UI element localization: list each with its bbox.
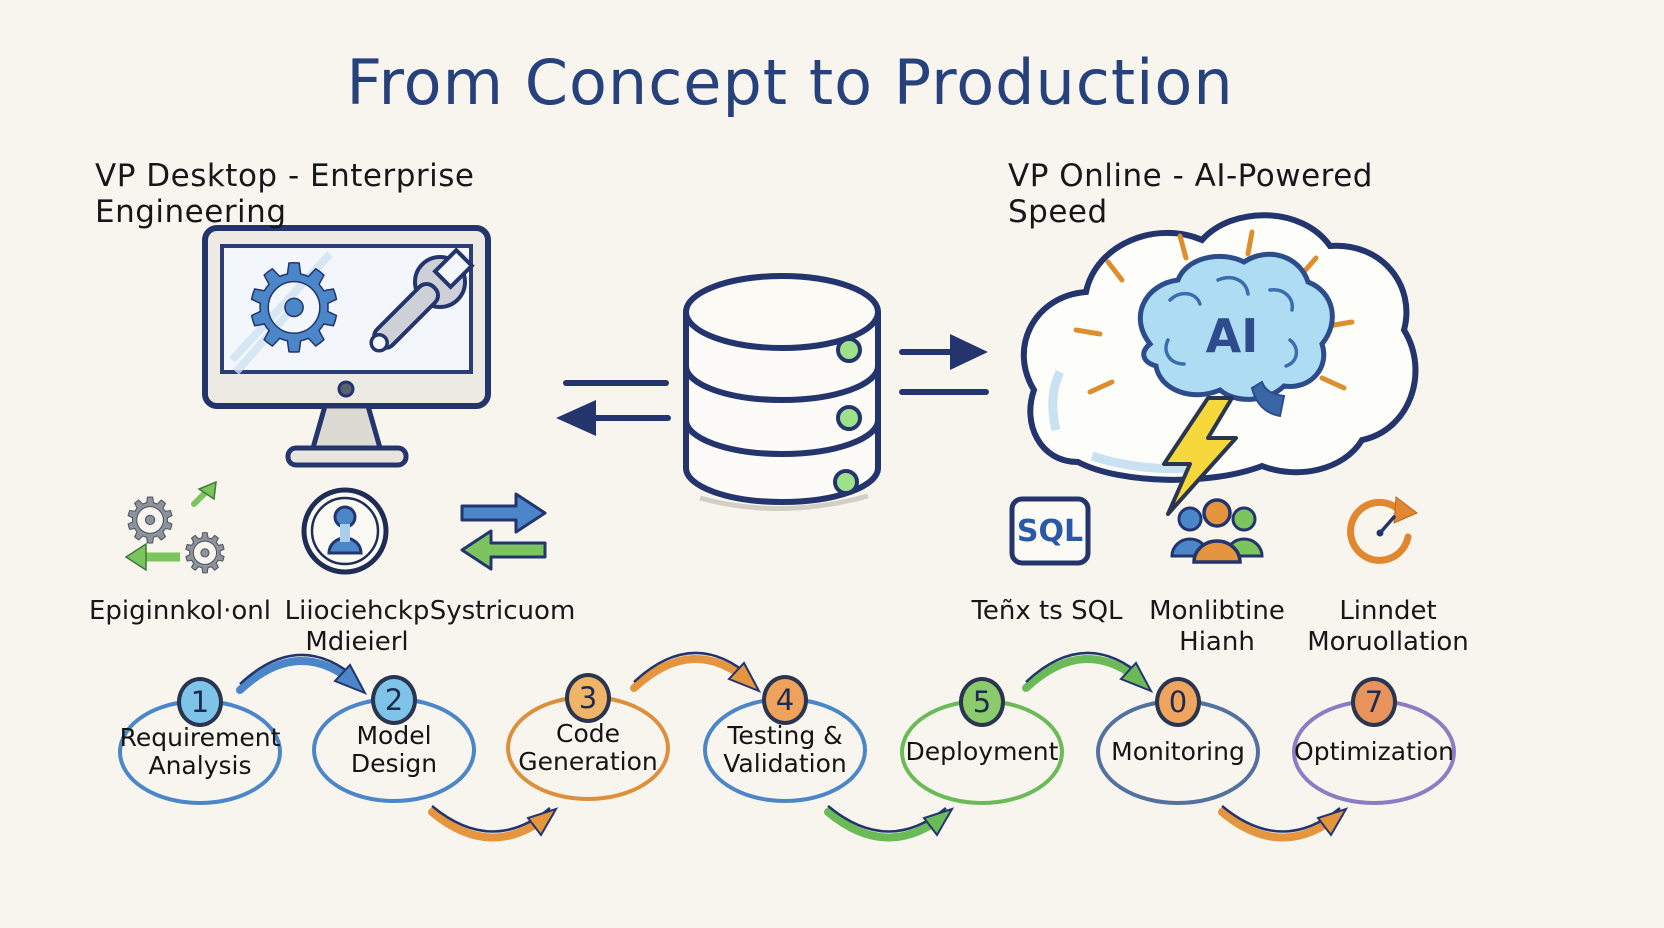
ai-brain-icon: AI [1137,251,1335,418]
flow-step-requirement-analysis: 1 Requirement Analysis [118,677,282,805]
page-title: From Concept to Production [346,46,1234,119]
ai-label: AI [1206,309,1259,363]
sql-label: SQL [1017,514,1083,549]
sun-rays [1073,229,1355,395]
flow-arrow-2-3 [428,805,559,842]
right-feature-label-1: Teñx ts SQL [971,596,1123,626]
flow-arrow-1-2 [236,653,368,695]
step-label: Code Generation [518,719,658,776]
flow-arrow-4-5 [824,805,955,842]
flow-step-optimization: 7 Optimization [1292,677,1456,805]
right-feature-label-3: Linndet Moruollation [1307,596,1469,657]
gear-icon: ⚙ [240,240,348,379]
database-icon [683,273,881,511]
step-number-badge: 7 [1351,677,1397,727]
step-number-badge: 2 [371,675,417,725]
step-label: Deployment [905,737,1059,766]
flow-step-testing-validation: 4 Testing & Validation [703,675,867,803]
step-label: Monitoring [1111,737,1245,766]
flow-step-monitoring: 0 Monitoring [1096,677,1260,805]
flow-arrow-5-6 [1022,651,1154,693]
step-number-badge: 1 [177,677,223,727]
exchange-arrows-icon [460,492,547,571]
step-number-badge: 0 [1155,677,1201,727]
sql-box-icon: SQL [1009,496,1091,566]
team-icon [1170,498,1264,564]
right-section-heading: VP Online - AI-Powered Speed [1008,158,1373,230]
step-number-badge: 5 [959,677,1005,727]
flow-step-model-design: 2 Model Design [312,675,476,803]
step-number-badge: 3 [565,673,611,723]
step-label: Model Design [350,721,438,778]
data-sync-arrows [556,334,989,436]
gears-sync-icon: ⚙ ⚙ [122,480,230,586]
left-section-heading: VP Desktop - Enterprise Engineering [95,158,475,230]
wrench-icon [369,247,475,353]
step-label: Testing & Validation [723,721,847,778]
desktop-monitor-icon: ⚙ [202,225,491,468]
left-feature-label-3: Systricuom [429,596,576,626]
flow-arrow-6-7 [1218,805,1349,842]
left-feature-label-2: Liiociehckp Mdieierl [284,596,430,657]
svg-text:⚙: ⚙ [122,484,178,557]
right-feature-label-2: Monlibtine Hianh [1149,596,1285,657]
sync-gauge-icon [1347,496,1418,564]
flow-arrow-3-4 [630,651,762,693]
svg-text:⚙: ⚙ [181,522,229,585]
left-feature-label-1: Epiginnkol·onl [89,596,271,626]
lightning-bolt-icon [1162,396,1238,516]
model-badge-icon [301,487,389,575]
step-label: Requirement Analysis [119,723,281,780]
ai-cloud-icon: AI [1020,212,1419,516]
step-number-badge: 4 [762,675,808,725]
flow-step-deployment: 5 Deployment [900,677,1064,805]
flow-step-code-generation: 3 Code Generation [506,673,670,801]
step-label: Optimization [1294,737,1454,766]
